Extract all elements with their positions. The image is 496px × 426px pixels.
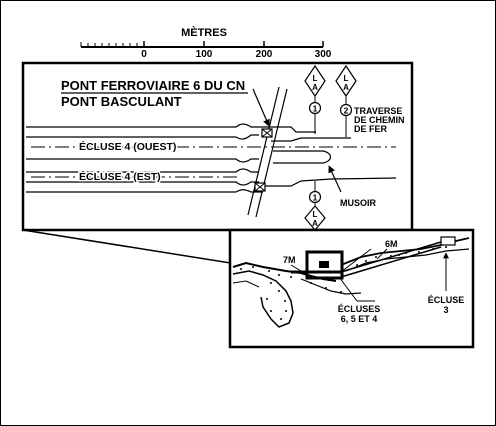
- sign-letter-l: L: [313, 74, 318, 83]
- inset-map: 7M 6M ÉCLUSES 6, 5 ET 4 ÉCLUSE 3: [228, 228, 475, 349]
- lock-west-label: ÉCLUSE 4 (OUEST): [79, 140, 176, 153]
- musoir-pointer: [328, 165, 342, 193]
- inset-highlight-box: [305, 250, 344, 280]
- musoir-label: MUSOIR: [340, 198, 377, 208]
- crossing-label-line1: TRAVERSE: [354, 106, 402, 116]
- bridge-title-line1: PONT FERROVIAIRE 6 DU CN: [61, 78, 245, 93]
- scale-tick-200: 200: [256, 49, 273, 60]
- lock-east-label: ÉCLUSE 4 (EST): [79, 170, 161, 183]
- lock-centerlines: [31, 146, 396, 178]
- lock3-label-line1: ÉCLUSE: [428, 295, 465, 305]
- range-sign-bottom: 1 L A: [304, 181, 326, 231]
- sign-letter-a: A: [312, 83, 318, 92]
- locks-label-line1: ÉCLUSES: [338, 304, 381, 314]
- crossing-label-line2: DE CHEMIN: [354, 115, 405, 125]
- range-sign-top-right: L A 2: [335, 64, 357, 137]
- sign-letter-l-2: L: [344, 74, 349, 83]
- railway-bridge: [247, 86, 288, 218]
- crossing-label-line3: DE FER: [354, 124, 388, 134]
- sign-number-2: 2: [344, 106, 349, 116]
- bridge-title-line2: PONT BASCULANT: [61, 94, 182, 109]
- scale-minor-ticks: [80, 42, 138, 47]
- scale-tick-0: 0: [141, 49, 147, 60]
- locks-leader: [338, 276, 358, 302]
- sign-number-1-bottom: 1: [313, 193, 318, 203]
- scale-tick-100: 100: [196, 49, 213, 60]
- sign-number-1-top: 1: [313, 104, 318, 114]
- range-sign-top-left: L A 1: [304, 64, 326, 134]
- sign-letter-a-3: A: [312, 219, 318, 228]
- sign-letter-l-3: L: [313, 210, 318, 219]
- inset-bridge-mark: [319, 261, 329, 268]
- scale-tick-300: 300: [315, 49, 332, 60]
- lock3-label-line2: 3: [443, 305, 448, 315]
- mark-6m: 6M: [385, 239, 398, 249]
- scale-bar: MÈTRES 0 100 200 300: [80, 26, 332, 60]
- scale-title: MÈTRES: [181, 26, 227, 39]
- sign-letter-a-2: A: [343, 83, 349, 92]
- inset-canal: [291, 236, 456, 278]
- bridge-pointer: [252, 88, 270, 127]
- mark-7m: 7M: [283, 255, 296, 265]
- detail-panel: PONT FERROVIAIRE 6 DU CN PONT BASCULANT …: [21, 61, 414, 232]
- locks-label-line2: 6, 5 ET 4: [341, 314, 378, 324]
